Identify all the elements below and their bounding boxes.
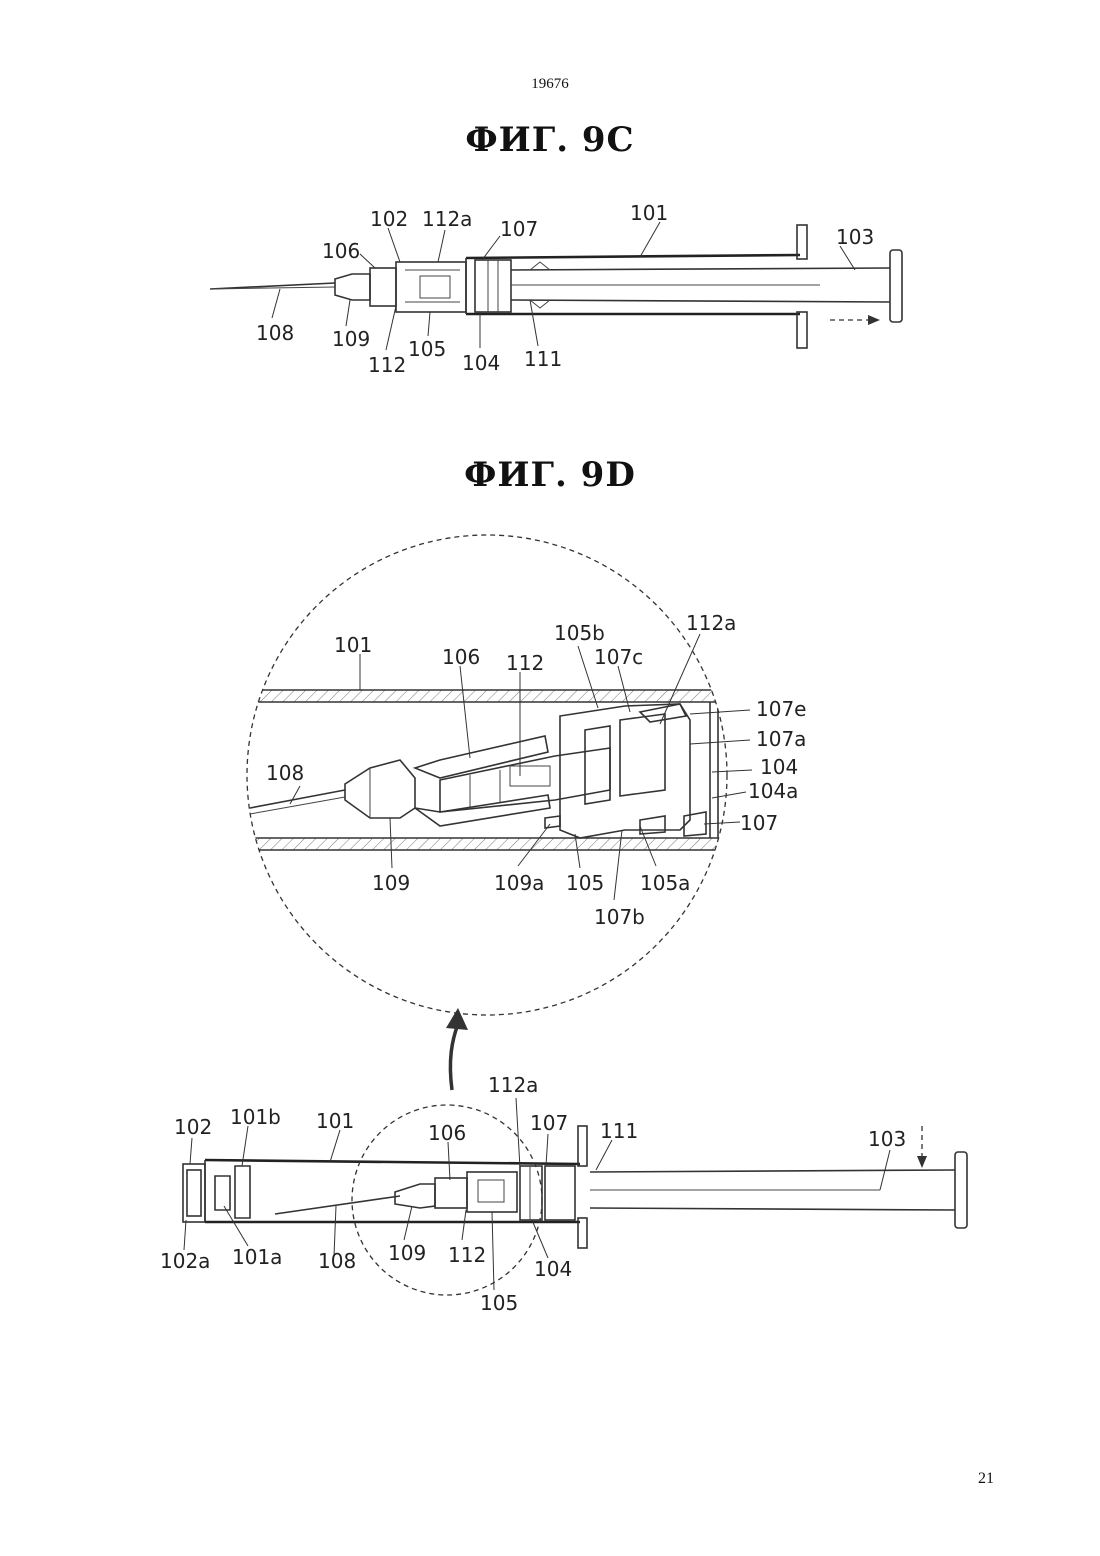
label-101: 101 xyxy=(630,201,668,225)
detail-label-101: 101 xyxy=(334,633,372,657)
fig-9c-labels: 102 112a 107 101 103 106 108 109 112 105… xyxy=(256,201,874,377)
label-111: 111 xyxy=(524,347,562,371)
detail-label-104a: 104a xyxy=(748,779,798,803)
detail-label-112: 112 xyxy=(506,651,544,675)
overview-label-112a: 112a xyxy=(488,1073,538,1097)
overview-label-109: 109 xyxy=(388,1241,426,1265)
detail-label-105b: 105b xyxy=(554,621,605,645)
overview-label-101b: 101b xyxy=(230,1105,281,1129)
overview-label-108: 108 xyxy=(318,1249,356,1273)
label-102: 102 xyxy=(370,207,408,231)
fig-9c-drawing xyxy=(210,222,902,350)
label-109: 109 xyxy=(332,327,370,351)
overview-label-101: 101 xyxy=(316,1109,354,1133)
label-106: 106 xyxy=(322,239,360,263)
overview-label-105: 105 xyxy=(480,1291,518,1315)
detail-label-109: 109 xyxy=(372,871,410,895)
detail-label-107b: 107b xyxy=(594,905,645,929)
label-108: 108 xyxy=(256,321,294,345)
detail-label-107e: 107e xyxy=(756,697,806,721)
detail-label-105: 105 xyxy=(566,871,604,895)
overview-label-111: 111 xyxy=(600,1119,638,1143)
detail-label-105a: 105a xyxy=(640,871,690,895)
label-112a: 112a xyxy=(422,207,472,231)
fig-9d-detail xyxy=(240,535,752,1090)
overview-label-102a: 102a xyxy=(160,1249,210,1273)
detail-label-108: 108 xyxy=(266,761,304,785)
fig-9d-overview xyxy=(183,1098,967,1295)
detail-label-107a: 107a xyxy=(756,727,806,751)
label-103: 103 xyxy=(836,225,874,249)
label-107: 107 xyxy=(500,217,538,241)
label-105: 105 xyxy=(408,337,446,361)
fig-9d-detail-labels: 101 106 112 105b 107c 112a 107e 107a 104… xyxy=(266,611,806,929)
fig-9d-overview-labels: 112a 102 101b 101 106 107 111 103 102a 1… xyxy=(160,1073,906,1315)
overview-label-104: 104 xyxy=(534,1257,572,1281)
detail-label-112a: 112a xyxy=(686,611,736,635)
detail-label-107: 107 xyxy=(740,811,778,835)
detail-label-106: 106 xyxy=(442,645,480,669)
detail-label-109a: 109a xyxy=(494,871,544,895)
detail-label-104: 104 xyxy=(760,755,798,779)
overview-label-102: 102 xyxy=(174,1115,212,1139)
overview-label-101a: 101a xyxy=(232,1245,282,1269)
overview-label-106: 106 xyxy=(428,1121,466,1145)
label-112: 112 xyxy=(368,353,406,377)
overview-label-107: 107 xyxy=(530,1111,568,1135)
overview-label-103: 103 xyxy=(868,1127,906,1151)
label-104: 104 xyxy=(462,351,500,375)
detail-label-107c: 107c xyxy=(594,645,643,669)
overview-label-112: 112 xyxy=(448,1243,486,1267)
